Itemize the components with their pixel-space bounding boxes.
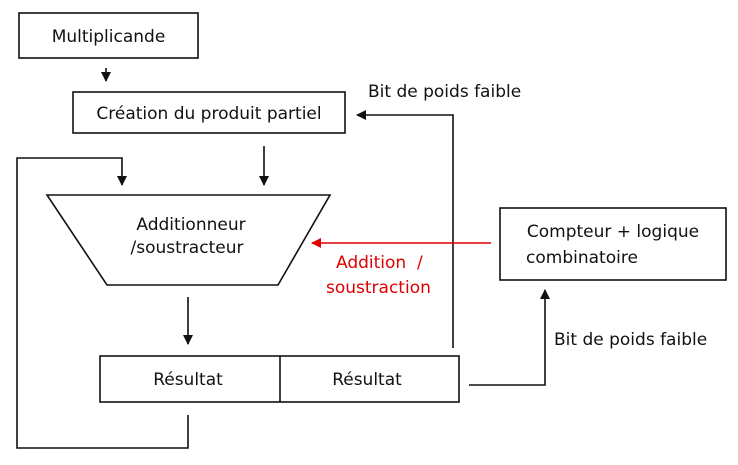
result-left-label: Résultat <box>153 370 223 390</box>
lsb-label-right: Bit de poids faible <box>554 330 707 350</box>
arrow-lsb-to-partial <box>356 110 454 348</box>
add-sub-label-line2: soustraction <box>326 278 431 298</box>
partial-product-label: Création du produit partiel <box>96 104 321 124</box>
multiplicand-label: Multiplicande <box>52 27 166 47</box>
result-right-label: Résultat <box>332 370 402 390</box>
arrow-result-to-counter <box>469 289 550 386</box>
partial-product-node: Création du produit partiel <box>72 91 346 134</box>
adder-subtractor-node: Additionneur /soustracteur <box>45 194 332 286</box>
adder-label-line1: Additionneur <box>136 215 245 235</box>
lsb-label-top: Bit de poids faible <box>368 82 521 102</box>
counter-label-line1: Compteur + logique <box>527 222 699 242</box>
multiplicand-node: Multiplicande <box>18 12 199 59</box>
adder-label-line2: /soustracteur <box>131 238 244 258</box>
add-sub-label-line1: Addition / <box>336 253 423 273</box>
counter-label-line2: combinatoire <box>526 248 638 268</box>
feedback-loop-result-to-adder <box>16 157 189 449</box>
counter-logic-node: Compteur + logique combinatoire <box>499 207 727 281</box>
result-register-node: Résultat Résultat <box>99 355 460 403</box>
